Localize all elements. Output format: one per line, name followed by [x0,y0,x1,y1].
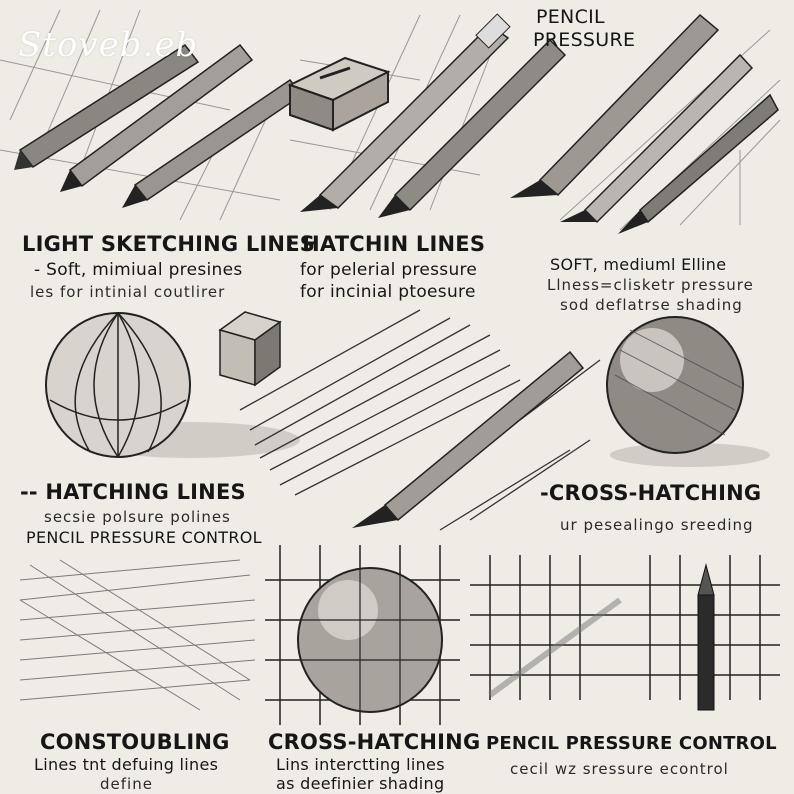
hatchin-line-2: for incinial ptoesure [300,282,476,302]
pencil-icon [510,13,720,198]
cross-hatching-bottom-title: CROSS-HATCHING [268,730,481,754]
constoubling-title: CONSTOUBLING [40,730,230,754]
segmented-sphere [45,312,300,458]
constoubling-line-1: Lines tnt defuing lines [34,755,219,774]
pencil-icon [60,43,254,192]
hatching-lines [239,309,601,531]
hatched-texture [19,559,256,711]
cross-hatching-mid-title: -CROSS-HATCHING [540,481,762,505]
pencil-icon [697,563,715,711]
pressure-control-line-1: cecil wz sressure econtrol [510,760,729,778]
soft-medium-line-2: Llness=clisketr pressure [547,276,754,294]
cross-hatching-bottom-line-1: Lins interctting lines [276,755,445,774]
pencil-icon [378,38,567,218]
pressure-control-title: PENCIL PRESSURE CONTROL [486,733,777,754]
shaded-sphere [606,316,770,467]
hatchin-line-1: for pelerial pressure [300,260,478,280]
light-sketching-title: LIGHT SKETCHING LINES [22,232,316,256]
watermark: Stoveb.eb [18,25,199,65]
hatchin-title: : HATCHIN LINES [286,232,486,256]
eraser-icon [287,56,391,132]
light-sketching-line-1: - Soft, mimiual presines [34,260,243,280]
pencil-icon [122,78,304,208]
hatching-lines-line-2: PENCIL PRESSURE CONTROL [26,528,262,547]
pencil-icon [618,93,779,234]
pencil-icon [14,43,200,170]
pencil-icon [560,53,754,224]
gridded-sphere [297,567,443,713]
pencil-icon [352,350,585,528]
cube [218,311,282,387]
light-sketching-line-2: les for intinial coutlirer [30,283,226,301]
header-line-1: PENCIL [536,6,605,28]
hatching-lines-line-1: secsie polsure polines [44,508,231,526]
smudge-stroke [488,597,622,698]
cross-hatching-bottom-line-2: as deefinier shading [276,774,445,793]
constoubling-line-2: define [100,775,153,793]
pencil-icon [300,13,511,212]
hatching-lines-title: -- HATCHING LINES [20,480,246,504]
soft-medium-line-1: SOFT, mediuml Elline [550,255,727,274]
header-line-2: PRESSURE [533,29,636,51]
cross-hatching-mid-line-1: ur pesealingo sreeding [560,516,754,534]
soft-medium-line-3: sod deflatrse shading [560,296,743,314]
